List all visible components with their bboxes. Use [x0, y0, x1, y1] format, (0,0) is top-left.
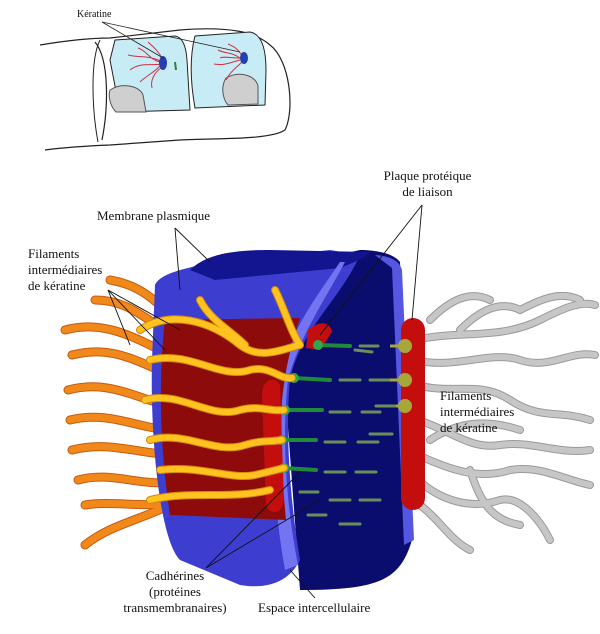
- label-cadherines: Cadhérines (protéines transmembranaires): [123, 568, 227, 615]
- label-keratine: Kératine: [77, 9, 112, 20]
- label-filaments-right: Filaments intermédiaires de kératine: [440, 388, 515, 435]
- cadherins: [277, 339, 412, 526]
- label-filaments-left: Filaments intermédiaires de kératine: [28, 246, 103, 293]
- label-membrane: Membrane plasmique: [97, 208, 210, 223]
- right-filaments: [411, 291, 599, 554]
- leader-lines: [107, 204, 423, 599]
- left-filaments-front: [136, 286, 304, 504]
- cell-inset: [39, 21, 291, 151]
- label-espace: Espace intercellulaire: [258, 600, 371, 615]
- label-plaque: Plaque protéique de liaison: [383, 168, 472, 199]
